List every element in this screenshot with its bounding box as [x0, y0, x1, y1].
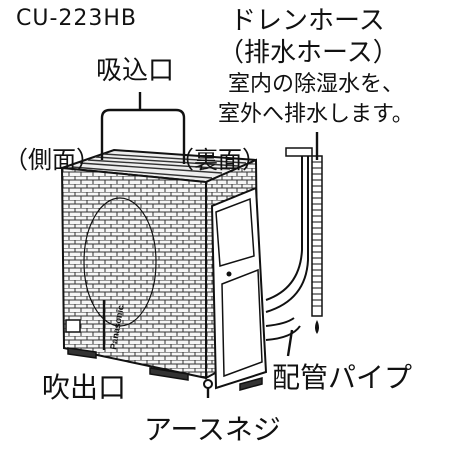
ground-screw-label: アースネジ	[144, 413, 281, 446]
pipe-top-cap	[285, 147, 313, 157]
service-panel-lower	[221, 268, 263, 378]
drain-hose-label: ドレンホース	[230, 6, 385, 36]
panel-screw	[226, 271, 232, 277]
front-corner-plate	[65, 319, 81, 333]
drain-note-line1: 室内の除湿水を、	[228, 72, 405, 97]
piping	[265, 150, 309, 341]
drain-hose	[311, 155, 323, 334]
water-drop-icon	[315, 320, 319, 334]
back-label: （裏面）	[170, 146, 266, 174]
model-number: CU-223HB	[16, 6, 138, 31]
outlet-label: 吹出口	[42, 371, 127, 404]
unit-feet	[67, 347, 263, 391]
intake-label: 吸込口	[96, 56, 175, 86]
fan-outlet-outline	[83, 197, 157, 327]
leader-lines	[100, 92, 319, 398]
side-label: （側面）	[4, 146, 100, 174]
piping-label: 配管パイプ	[272, 361, 413, 394]
top-grille	[71, 153, 247, 179]
drain-note-line2: 室外へ排水します。	[218, 102, 414, 127]
drain-hose-alt-label: （排水ホース）	[218, 38, 399, 68]
service-panel-window	[215, 197, 255, 267]
ground-screw-icon	[203, 379, 213, 389]
